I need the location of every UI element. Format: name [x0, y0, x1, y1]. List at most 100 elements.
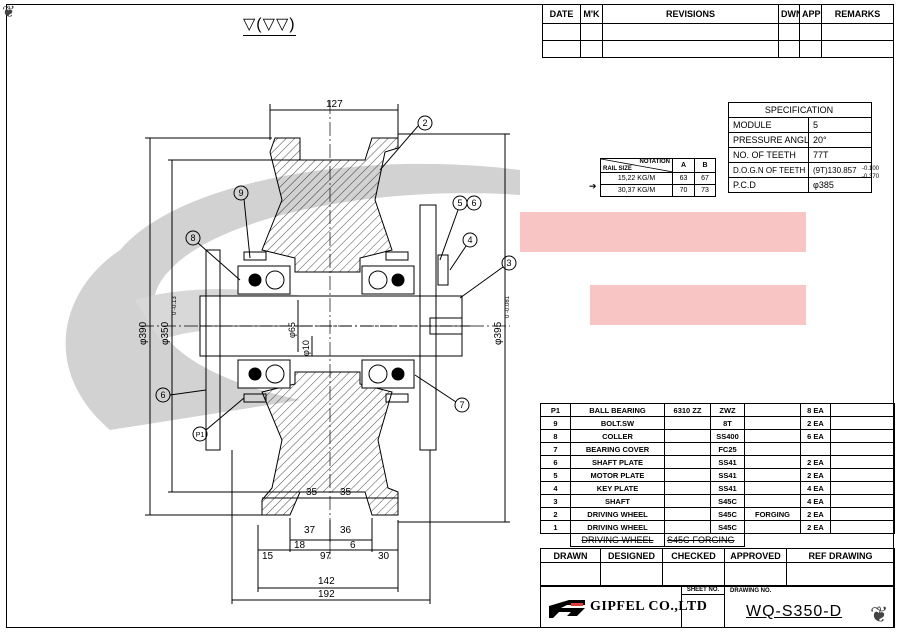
bom-struck-name: DRIVING WHEEL [570, 533, 665, 547]
bom-no: 3 [540, 494, 571, 508]
dim-395-tol: 0 -0.081 [505, 295, 511, 318]
bom-qty: 4 EA [800, 481, 831, 495]
dim-30: 30 [378, 551, 390, 562]
bom-extra [830, 455, 895, 469]
dim-192: 192 [318, 589, 335, 600]
bom-spec [664, 507, 711, 521]
dim-35b: 35 [340, 487, 352, 498]
corner-ornament-icon: ❦ [870, 602, 889, 627]
balloon-4: 4 [467, 235, 472, 245]
tb-approved-header: APPROVED [724, 548, 787, 563]
dim-350-tol: 0 -0.13 [172, 296, 178, 315]
motor-plate-right [419, 204, 437, 451]
bom-qty [800, 442, 831, 456]
tb-drawing-no-value: WQ-S350-D [746, 603, 843, 620]
bom-spec: 6310 ZZ [664, 403, 711, 417]
spec-label: PRESSURE ANGLE [728, 132, 809, 148]
bom-spec [664, 494, 711, 508]
bom-material: 8T [710, 416, 745, 430]
bom-qty: 2 EA [800, 507, 831, 521]
spec-label: NO. OF TEETH [728, 147, 809, 163]
bom-name: DRIVING WHEEL [570, 507, 665, 521]
bom-material: S45C [710, 520, 745, 534]
arrow-right-icon: ➔ [589, 181, 597, 191]
bom-name: MOTOR PLATE [570, 468, 665, 482]
bom-extra [830, 481, 895, 495]
shaft-plate-left [205, 249, 221, 451]
bom-note [744, 416, 801, 430]
bom-extra [830, 520, 895, 534]
bom-name: BOLT.SW [570, 416, 665, 430]
tb-bottom-row [540, 586, 895, 628]
bom-material: S45C [710, 507, 745, 521]
spec-label: P.C.D [728, 177, 809, 193]
bom-note [744, 429, 801, 443]
bom-name: DRIVING WHEEL [570, 520, 665, 534]
rev-header-appr: APPR [799, 4, 822, 24]
spec-value: 20° [808, 132, 872, 148]
rail-notation-label: NOTATION [639, 159, 670, 166]
bom-qty: 2 EA [800, 468, 831, 482]
spec-label: MODULE [728, 117, 809, 133]
spec-value: 77T [808, 147, 872, 163]
bom-no: 2 [540, 507, 571, 521]
rail-size-table: NOTATION RAIL SIZE A B 15,22 KG/M 63 67 … [600, 158, 716, 197]
bom-spec [664, 468, 711, 482]
rail-header-a: A [672, 158, 695, 173]
bearing-upper-right [361, 265, 415, 295]
dim-142: 142 [318, 576, 335, 587]
surface-finish-symbol: ▽(▽▽) [243, 14, 296, 36]
dim-35a: 35 [306, 487, 318, 498]
balloon-6b: 6 [160, 390, 165, 400]
bom-spec [664, 416, 711, 430]
bom-qty: 4 EA [800, 494, 831, 508]
dim-395: φ395 [493, 321, 504, 345]
sheet-border [6, 4, 894, 628]
bom-no: P1 [540, 403, 571, 417]
bom-no: 7 [540, 442, 571, 456]
rail-size: 15,22 KG/M [600, 172, 673, 185]
spec-value: φ385 [808, 177, 872, 193]
bom-note [744, 455, 801, 469]
company-name: GIPFEL CO.,LTD [590, 599, 708, 614]
bom-note [744, 481, 801, 495]
rev-header-remarks: REMARKS [821, 4, 894, 24]
bom-struck-material: S45C-FORGING [664, 533, 745, 547]
bom-material: S45C [710, 494, 745, 508]
bom-material: SS400 [710, 429, 745, 443]
bom-no: 8 [540, 429, 571, 443]
rail-size-label: RAIL SIZE [603, 166, 632, 172]
bom-no: 4 [540, 481, 571, 495]
tb-drawing-no-label: DRAWING NO. [730, 588, 772, 594]
bom-extra [830, 494, 895, 508]
bom-note: FORGING [744, 507, 801, 521]
balloon-6: 6 [471, 198, 476, 208]
bom-no: 5 [540, 468, 571, 482]
balloon-p1: P1 [196, 432, 205, 439]
tb-ref-drawing-header: REF DRAWING [786, 548, 895, 563]
bom-material: FC25 [710, 442, 745, 456]
bom-spec [664, 442, 711, 456]
bom-no: 6 [540, 455, 571, 469]
bom-note [744, 403, 801, 417]
bom-name: BEARING COVER [570, 442, 665, 456]
bom-extra [830, 442, 895, 456]
bearing-upper-left [237, 265, 291, 295]
bom-extra [830, 416, 895, 430]
bom-qty: 2 EA [800, 416, 831, 430]
bom-spec [664, 481, 711, 495]
bom-qty: 8 EA [800, 403, 831, 417]
bom-material: SS41 [710, 468, 745, 482]
bom-name: BALL BEARING [570, 403, 665, 417]
rev-header-date: DATE [542, 4, 581, 24]
tb-checked-header: CHECKED [662, 548, 725, 563]
